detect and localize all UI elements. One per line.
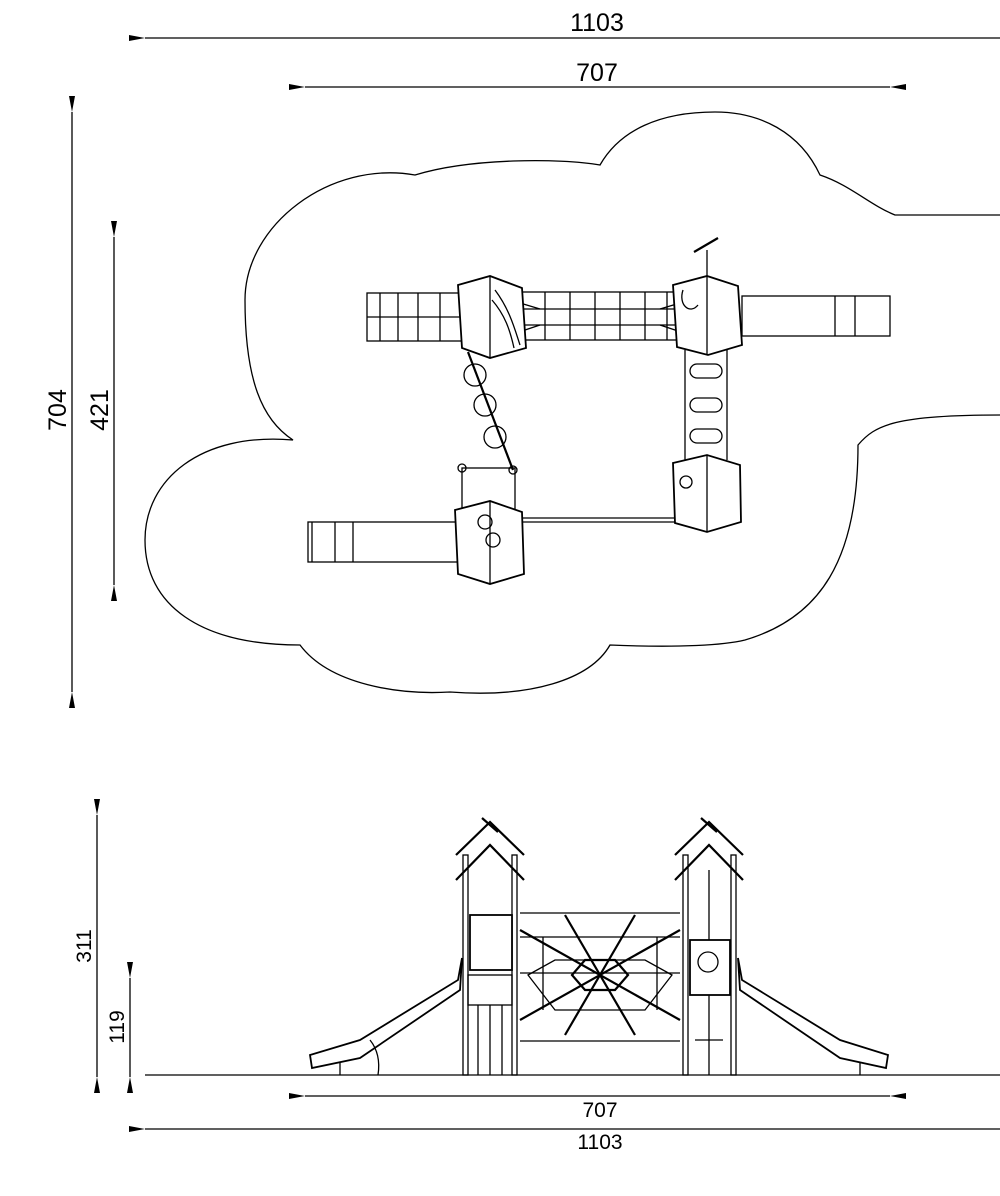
dimension-plan-equipment-depth: 421: [86, 221, 117, 601]
slide-plan-right: [741, 295, 891, 337]
dimension-elevation-platform-height: 119: [106, 962, 133, 1093]
tower-elevation-right: [674, 817, 744, 1076]
tower-bottom-right: [672, 454, 742, 533]
plan-equipment: [307, 237, 891, 585]
tower-bottom-left: [454, 500, 525, 585]
dimension-label: 119: [106, 1010, 129, 1043]
climbing-ladder: [684, 350, 728, 460]
dimension-plan-equipment-width: 707: [289, 59, 906, 90]
dimension-elevation-total-width: 1103: [129, 1126, 1000, 1154]
net-bridge: [509, 291, 691, 341]
stepping-pods: [463, 351, 515, 471]
dimension-elevation-equipment-width: 707: [289, 1093, 906, 1122]
dimension-label: 1103: [577, 1131, 622, 1154]
safety-zone-outline: [144, 111, 1000, 694]
dimension-label: 421: [86, 389, 114, 431]
dimension-label: 311: [73, 929, 96, 962]
dimension-label: 1103: [570, 9, 624, 37]
spider-net: [519, 912, 681, 1042]
dimension-label: 707: [576, 59, 618, 87]
dimension-elevation-total-height: 311: [73, 799, 100, 1093]
dimension-label: 704: [44, 389, 72, 431]
slide-elevation-right: [737, 957, 890, 1075]
dimension-label: 707: [582, 1099, 617, 1122]
slide-elevation-left: [308, 957, 463, 1076]
horizontal-ladder: [366, 292, 463, 342]
dimension-plan-total-width: 1103: [129, 9, 1000, 41]
tower-top-right: [672, 237, 743, 356]
slide-plan-left: [307, 521, 459, 563]
tower-top-left: [457, 275, 527, 359]
elevation-equipment: [308, 817, 890, 1076]
dimension-plan-total-depth: 704: [44, 96, 75, 708]
tower-elevation-left: [455, 817, 525, 1076]
